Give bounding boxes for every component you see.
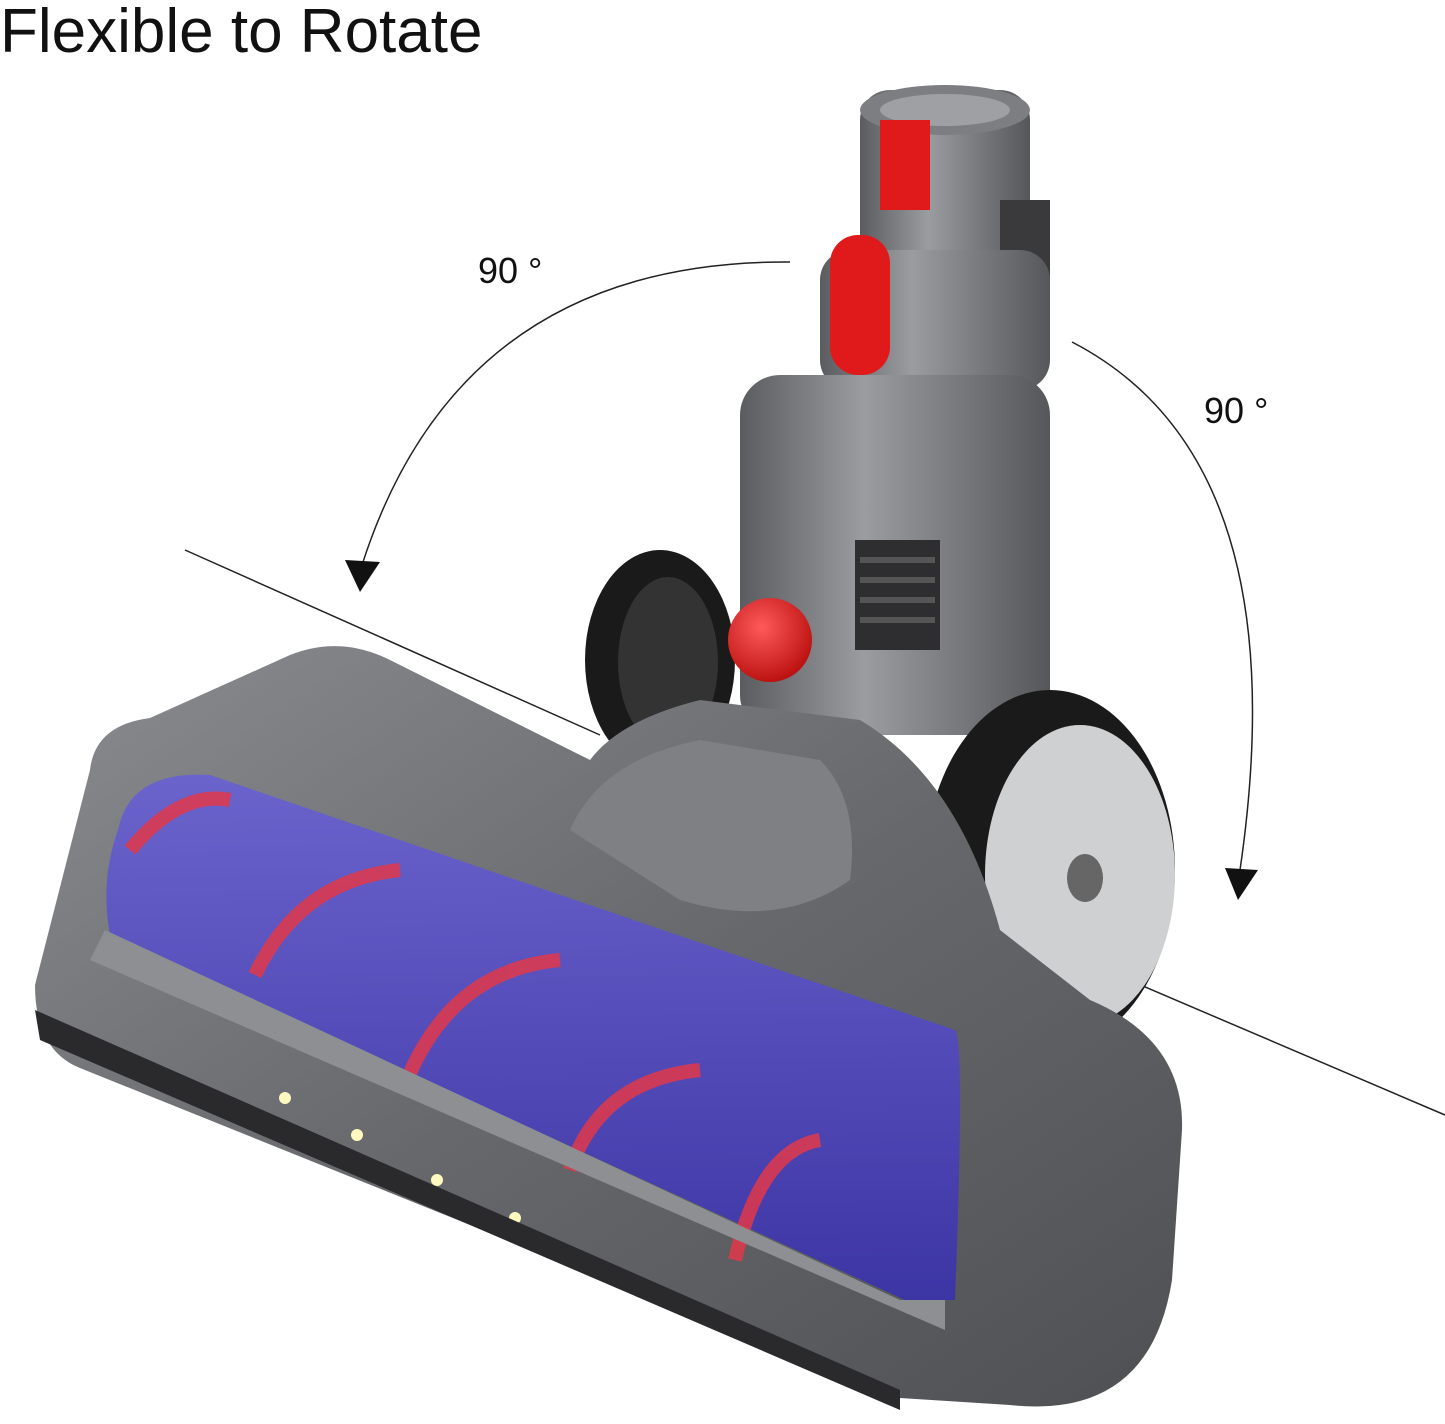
arrowhead-left-icon (345, 560, 380, 592)
rotation-label-right: 90 ° (1204, 390, 1269, 431)
arrowhead-right-icon (1225, 868, 1258, 900)
floor-line-right (1109, 971, 1445, 1116)
rotation-arc-right (1071, 341, 1254, 871)
led-lights (279, 1092, 521, 1224)
rotation-arc-left (361, 261, 791, 566)
floor-line-left (184, 549, 601, 736)
roller-red-stripes (124, 791, 822, 1262)
brush-roller (106, 774, 960, 1300)
rotation-label-left: 90 ° (478, 250, 543, 291)
release-button-red (728, 598, 812, 682)
swivel-neck (728, 85, 1050, 735)
page-title: Flexible to Rotate (0, 0, 483, 66)
